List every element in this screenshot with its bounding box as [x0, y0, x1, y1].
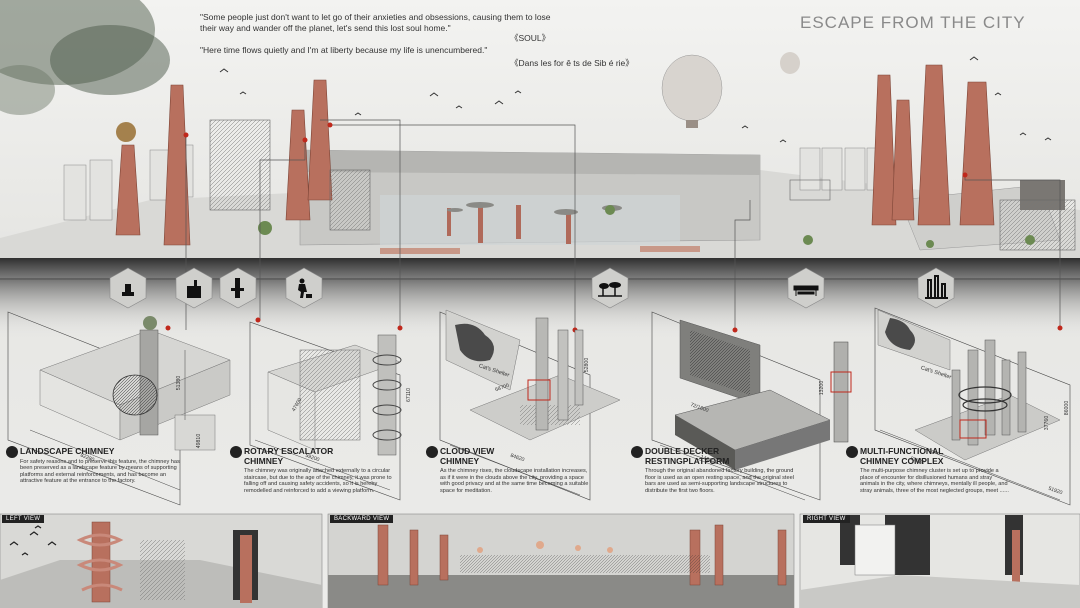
dim-label: 86000 — [1064, 400, 1071, 416]
quote-siberia: "Here time flows quietly and I'm at libe… — [200, 45, 488, 55]
section-1-title: LANDSCAPE CHIMNEY — [20, 446, 115, 456]
leader-lines — [185, 119, 1061, 330]
section-cloud-view — [439, 309, 621, 501]
view-tag-right: RIGHT VIEW — [803, 515, 850, 523]
section-4-title: DOUBLE DECKER RESTINGPLATFORM — [645, 446, 730, 466]
section-chimney-complex — [874, 307, 1071, 506]
dim-label: 67110 — [406, 387, 413, 403]
poster-title: ESCAPE FROM THE CITY — [800, 13, 1026, 32]
section-4-label: DOUBLE DECKER RESTINGPLATFORM Through th… — [645, 446, 795, 494]
section-1-label: LANDSCAPE CHIMNEY For safety reasons and… — [20, 446, 180, 485]
hot-air-balloon — [661, 52, 800, 128]
view-tag-backward: BACKWARD VIEW — [330, 515, 394, 523]
section-4-desc: Through the original abandoned factory b… — [645, 468, 794, 494]
dim-label: 13200 — [819, 380, 826, 396]
section-2-label: ROTARY ESCALATOR CHIMNEY The chimney was… — [244, 446, 399, 494]
aerial-site-plan — [0, 64, 1080, 262]
section-5-title: MULTI-FUNCTIONAL CHIMNEY COMPLEX — [860, 446, 944, 466]
flock-of-birds — [219, 56, 1052, 181]
section-3-label: CLOUD VIEW CHIMNEY As the chimney rises,… — [440, 446, 590, 494]
section-3-desc: As the chimney rises, the cloudscape ins… — [440, 468, 589, 494]
dim-label: 49810 — [196, 433, 203, 449]
section-rotary-escalator — [249, 321, 402, 501]
bottom-views — [0, 513, 1080, 608]
citation-siberia: 《Dans les for ê ts de Sib é rie》 — [510, 58, 634, 68]
ground-band — [0, 258, 1080, 280]
section-5-desc: The multi-purpose chimney cluster is set… — [860, 468, 1009, 494]
section-5-label: MULTI-FUNCTIONAL CHIMNEY COMPLEX The mul… — [860, 446, 1010, 494]
section-1-desc: For safety reasons and to preserve this … — [20, 458, 180, 485]
section-double-decker — [651, 311, 852, 501]
section-marker-icons — [6, 446, 858, 458]
dim-label: 52800 — [584, 357, 591, 373]
view-birds — [9, 525, 57, 556]
section-landscape-chimney — [7, 311, 231, 506]
view-tag-left: LEFT VIEW — [2, 515, 45, 523]
quote-soul: "Some people just don't want to let go o… — [200, 12, 551, 33]
dim-label: 51380 — [176, 375, 183, 391]
dim-label: 37760 — [1044, 415, 1051, 431]
citation-soul: 《SOUL》 — [510, 33, 551, 43]
tree-foliage — [0, 0, 170, 115]
section-2-desc: The chimney was originally attached exte… — [244, 468, 392, 494]
section-2-title: ROTARY ESCALATOR CHIMNEY — [244, 446, 334, 466]
section-3-title: CLOUD VIEW CHIMNEY — [440, 446, 495, 466]
hexagon-icons — [109, 267, 955, 309]
